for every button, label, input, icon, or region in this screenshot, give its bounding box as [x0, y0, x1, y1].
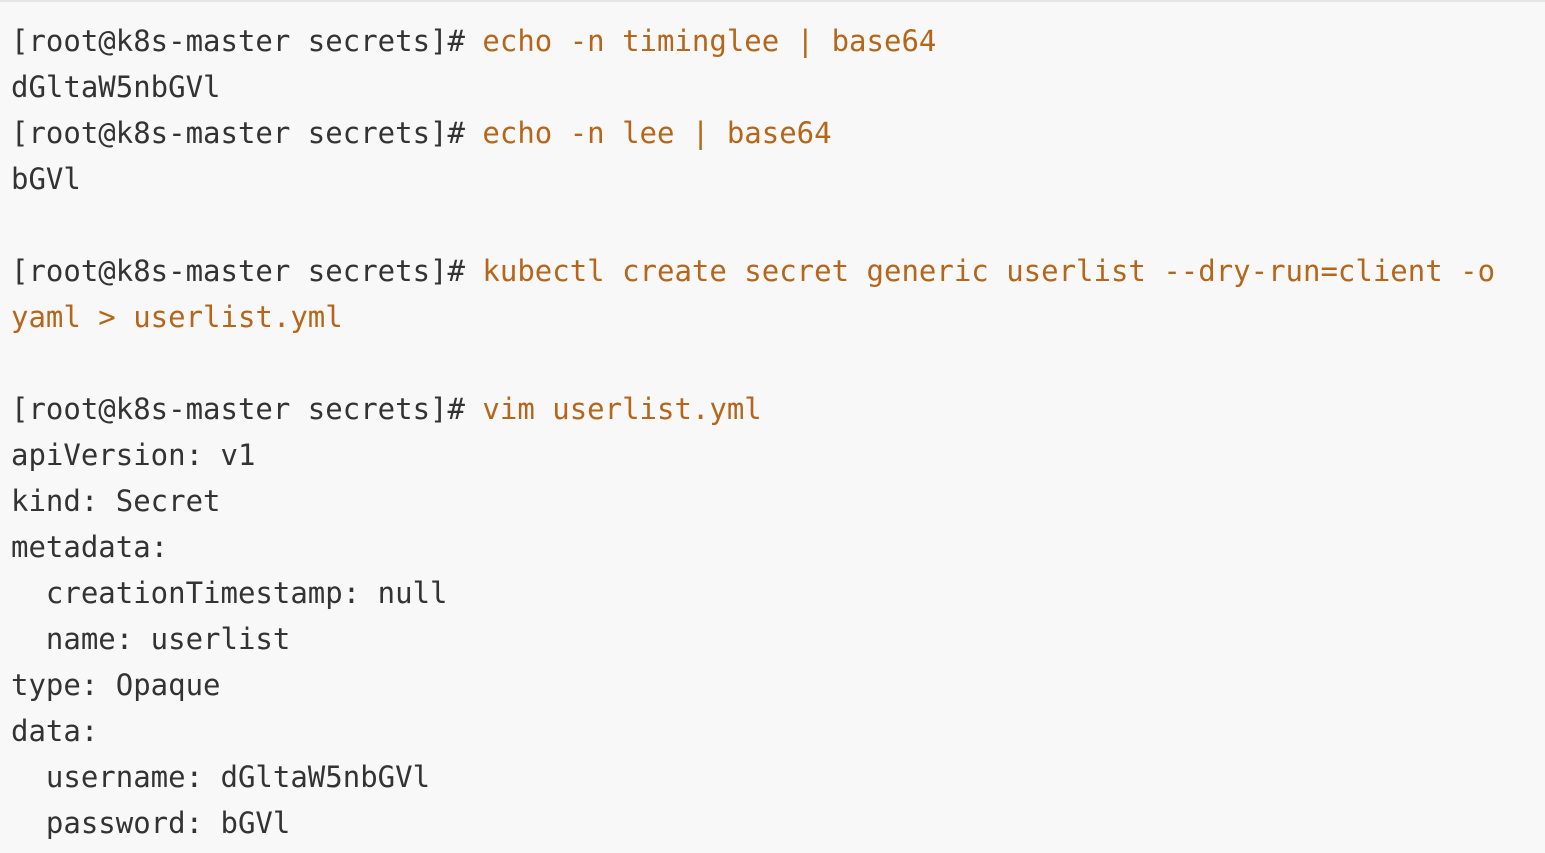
shell-command: echo -n timinglee | base64 — [464, 24, 937, 58]
command-line: [root@k8s-master secrets]# kubectl creat… — [11, 248, 1545, 294]
shell-prompt: [root@k8s-master secrets]# — [11, 24, 465, 58]
yaml-line: apiVersion: v1 — [11, 438, 256, 472]
shell-command: echo -n lee | base64 — [464, 116, 832, 150]
yaml-line: type: Opaque — [11, 668, 221, 702]
command-line: [root@k8s-master secrets]# echo -n timin… — [11, 18, 1545, 64]
command-line: [root@k8s-master secrets]# vim userlist.… — [11, 386, 1545, 432]
yaml-line: username: dGltaW5nbGVl — [11, 760, 431, 794]
output-line: dGltaW5nbGVl — [11, 70, 221, 104]
shell-command: kubectl create secret generic userlist -… — [464, 254, 1496, 288]
shell-command: vim userlist.yml — [464, 392, 762, 426]
blank-line — [11, 340, 1545, 386]
shell-prompt: [root@k8s-master secrets]# — [11, 116, 465, 150]
yaml-line: data: — [11, 714, 99, 748]
shell-prompt: [root@k8s-master secrets]# — [11, 254, 465, 288]
yaml-line: kind: Secret — [11, 484, 221, 518]
command-continuation: yaml > userlist.yml — [11, 300, 343, 334]
blank-line — [11, 202, 1545, 248]
command-line: [root@k8s-master secrets]# echo -n lee |… — [11, 110, 1545, 156]
yaml-line: name: userlist — [11, 622, 291, 656]
output-line: bGVl — [11, 162, 81, 196]
yaml-line: creationTimestamp: null — [11, 576, 448, 610]
shell-prompt: [root@k8s-master secrets]# — [11, 392, 465, 426]
yaml-line: metadata: — [11, 530, 169, 564]
yaml-line: password: bGVl — [11, 806, 291, 840]
